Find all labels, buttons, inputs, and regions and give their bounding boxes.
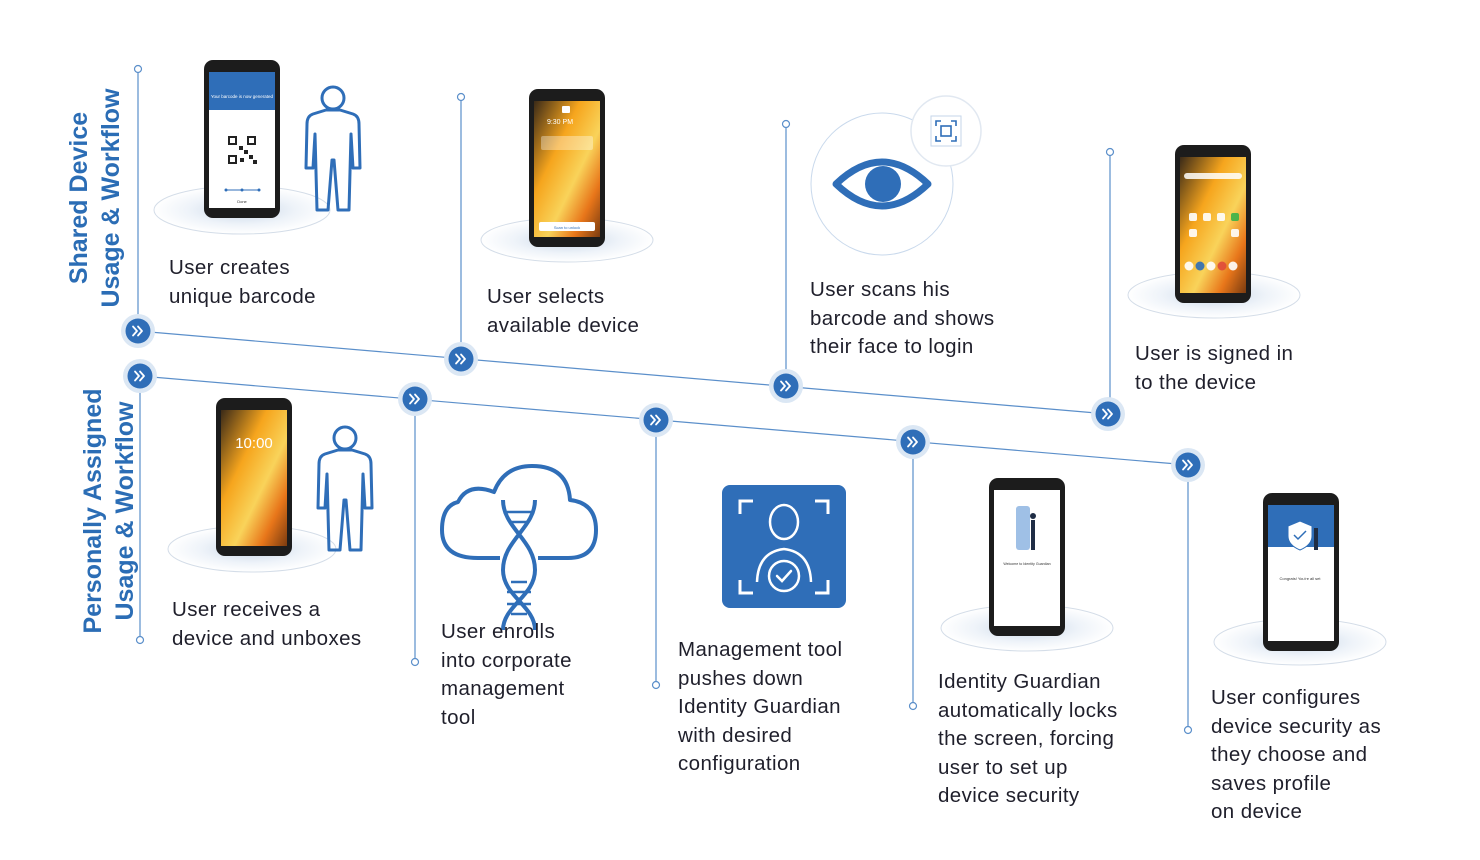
scan-unlock-button: Scan to unlock: [554, 225, 580, 230]
double-chevron-right-icon: [397, 381, 433, 417]
barcode-screen-text: Your barcode is now generated: [211, 94, 274, 99]
phone-lock-screen: 9:30 PM Scan to unlock: [480, 89, 654, 263]
phone-clock-screen: 10:00: [167, 398, 337, 573]
personal-step-2-text: User enrolls into corporate management t…: [441, 620, 572, 729]
shared-step-2-text: User selects available device: [487, 285, 640, 337]
double-chevron-right-icon: [1090, 396, 1126, 432]
personal-step-5-text: User configures device security as they …: [1211, 686, 1382, 823]
phone-home-screen: [1127, 145, 1301, 319]
person-icon: [304, 85, 362, 212]
phone-welcome-screen: Welcome to Identity Guardian: [940, 478, 1114, 652]
shared-step-1-text: User creates unique barcode: [169, 256, 316, 308]
congrats-screen-text: Congrats! You're all set: [1279, 576, 1321, 581]
face-verify-icon: [722, 485, 846, 608]
scan-icon: [910, 95, 982, 167]
double-chevron-right-icon: [895, 424, 931, 460]
double-chevron-right-icon: [768, 368, 804, 404]
personal-step-3-text: Management tool pushes down Identity Gua…: [678, 638, 843, 775]
double-chevron-right-icon: [638, 402, 674, 438]
shared-step-3-text: User scans his barcode and shows their f…: [810, 278, 995, 358]
phone-barcode-screen: Your barcode is now generated Done: [153, 60, 331, 235]
double-chevron-right-icon: [1170, 447, 1206, 483]
double-chevron-right-icon: [443, 341, 479, 377]
personal-row-title: Personally Assigned Usage & Workflow: [79, 388, 139, 634]
phone-congrats-screen: Congrats! You're all set: [1213, 493, 1387, 666]
cloud-dna-icon: [440, 464, 598, 631]
shared-timeline: [133, 64, 1115, 415]
lock-screen-time: 9:30 PM: [547, 119, 573, 126]
personal-step-4-text: Identity Guardian automatically locks th…: [938, 670, 1118, 807]
shared-row-title: Shared Device Usage & Workflow: [65, 88, 125, 308]
person-icon: [316, 425, 374, 552]
clock-screen-time: 10:00: [235, 435, 273, 452]
shared-step-4-text: User is signed in to the device: [1135, 342, 1294, 394]
personal-step-1-text: User receives a device and unboxes: [172, 598, 362, 650]
qr-code-icon: [228, 136, 257, 164]
done-button: Done: [237, 199, 247, 204]
welcome-screen-text: Welcome to Identity Guardian: [1003, 562, 1050, 566]
